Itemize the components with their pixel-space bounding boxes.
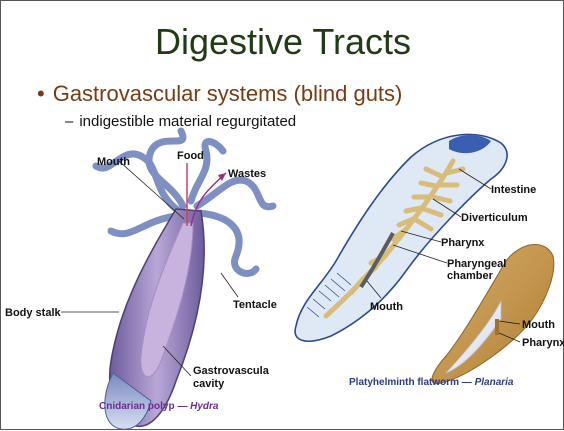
hydra-caption: Cnidarian polyp — Hydra — [99, 401, 218, 412]
small-worm-mouth-icon — [495, 319, 499, 335]
planaria-caption-name: Planaria — [475, 377, 514, 388]
hydra-label-wastes: Wastes — [228, 168, 266, 180]
planaria-illustration: Intestine Diverticulum Pharynx Pharyngea… — [295, 134, 564, 383]
planaria-caption-prefix: Platyhelminth flatworm — — [349, 377, 475, 388]
hydra-caption-name: Hydra — [190, 401, 218, 412]
hydra-label-body-stalk: Body stalk — [5, 307, 62, 319]
planaria-label-pharynx: Pharynx — [441, 237, 485, 249]
small-worm-label-pharynx: Pharynx — [522, 337, 564, 349]
planaria-label-mouth: Mouth — [370, 301, 403, 313]
small-worm-label-mouth: Mouth — [522, 319, 555, 331]
planaria-label-intestine: Intestine — [491, 184, 536, 196]
planaria-label-pharyngeal-line2: chamber — [447, 270, 494, 282]
hydra-illustration: Mouth Food Wastes Body stalk Tentacle Ga… — [5, 131, 277, 429]
hydra-label-cavity-line1: Gastrovascula — [193, 365, 270, 377]
planaria-label-diverticulum: Diverticulum — [461, 212, 528, 224]
planaria-caption: Platyhelminth flatworm — Planaria — [349, 377, 514, 388]
planaria-label-pharyngeal-line1: Pharyngeal — [447, 258, 506, 270]
hydra-label-tentacle: Tentacle — [233, 299, 277, 311]
hydra-label-mouth: Mouth — [97, 156, 130, 168]
hydra-label-cavity-line2: cavity — [193, 378, 225, 390]
hydra-label-food: Food — [177, 150, 204, 162]
hydra-caption-prefix: Cnidarian polyp — — [99, 401, 190, 412]
